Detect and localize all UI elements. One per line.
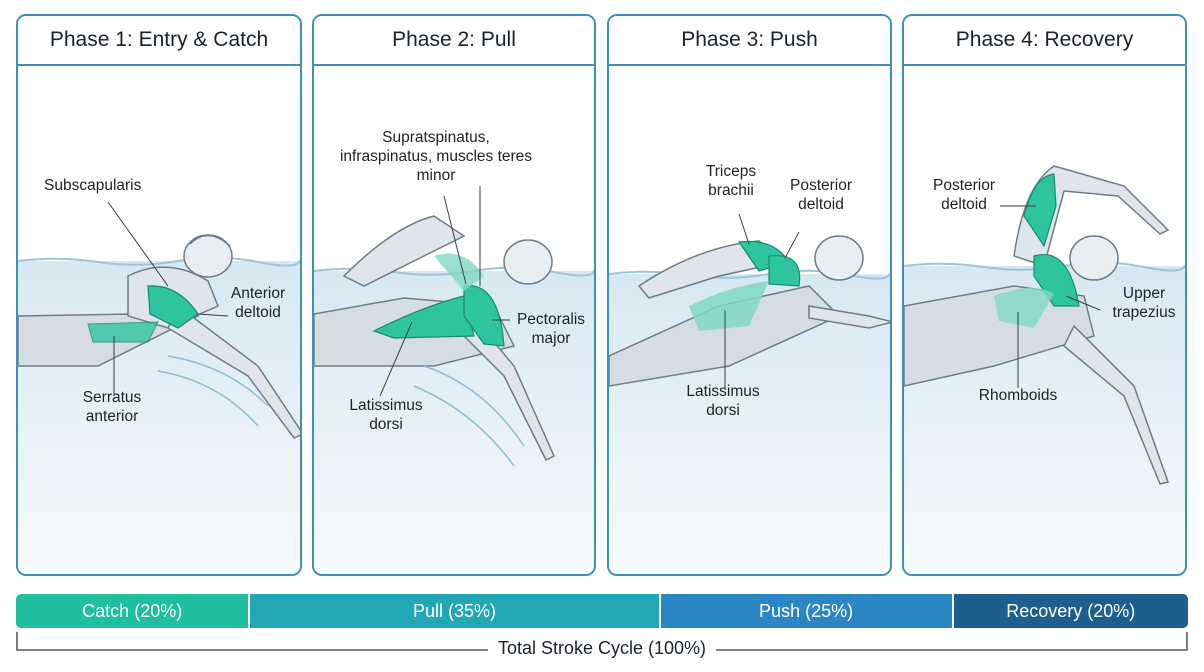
label-triceps-brachii: Triceps brachii	[705, 163, 757, 199]
panel-illustration	[18, 66, 300, 574]
cycle-segment-recovery: Recovery (20%)	[953, 594, 1188, 628]
panel-illustration	[609, 66, 890, 574]
label-latissimus-dorsi: Latissimus dorsi	[349, 397, 423, 433]
swimmer-entry-illustration	[18, 201, 300, 574]
label-rotator-cuff: Supratspinatus, infraspinatus, muscles t…	[339, 129, 533, 184]
panel-title: Phase 4: Recovery	[904, 16, 1185, 66]
label-pectoralis-major: Pectoralis major	[516, 311, 586, 347]
label-subscapularis: Subscapularis	[44, 177, 142, 194]
panel-illustration	[314, 66, 594, 574]
cycle-segment-push: Push (25%)	[660, 594, 954, 628]
panel-phase-1: Phase 1: Entry & Catch	[16, 14, 302, 576]
label-upper-trapezius: Upper trapezius	[1112, 285, 1176, 321]
swimmer-recovery-illustration	[904, 165, 1185, 574]
label-posterior-deltoid: Posterior deltoid	[789, 177, 853, 213]
panel-phase-2: Phase 2: Pull	[312, 14, 596, 576]
panel-phase-4: Phase 4: Recovery	[902, 14, 1187, 576]
label-rhomboids: Rhomboids	[978, 387, 1058, 404]
panel-title: Phase 3: Push	[609, 16, 890, 66]
stroke-cycle-bar: Catch (20%) Pull (35%) Push (25%) Recove…	[16, 594, 1188, 628]
panel-phase-3: Phase 3: Push	[607, 14, 892, 576]
label-serratus-anterior: Serratus anterior	[82, 389, 142, 425]
cycle-segment-pull: Pull (35%)	[250, 594, 661, 628]
swimmer-pull-illustration	[314, 186, 594, 574]
swimmer-push-illustration	[609, 213, 890, 574]
panel-title: Phase 1: Entry & Catch	[18, 16, 300, 66]
label-posterior-deltoid: Posterior deltoid	[932, 177, 996, 213]
stroke-phases: Phase 1: Entry & Catch	[16, 14, 1187, 576]
label-latissimus-dorsi: Latissimus dorsi	[686, 383, 760, 419]
label-anterior-deltoid: Anterior deltoid	[230, 285, 286, 321]
total-stroke-cycle-label: Total Stroke Cycle (100%)	[0, 638, 1204, 659]
panel-illustration	[904, 66, 1185, 574]
cycle-segment-catch: Catch (20%)	[16, 594, 251, 628]
panel-title: Phase 2: Pull	[314, 16, 594, 66]
